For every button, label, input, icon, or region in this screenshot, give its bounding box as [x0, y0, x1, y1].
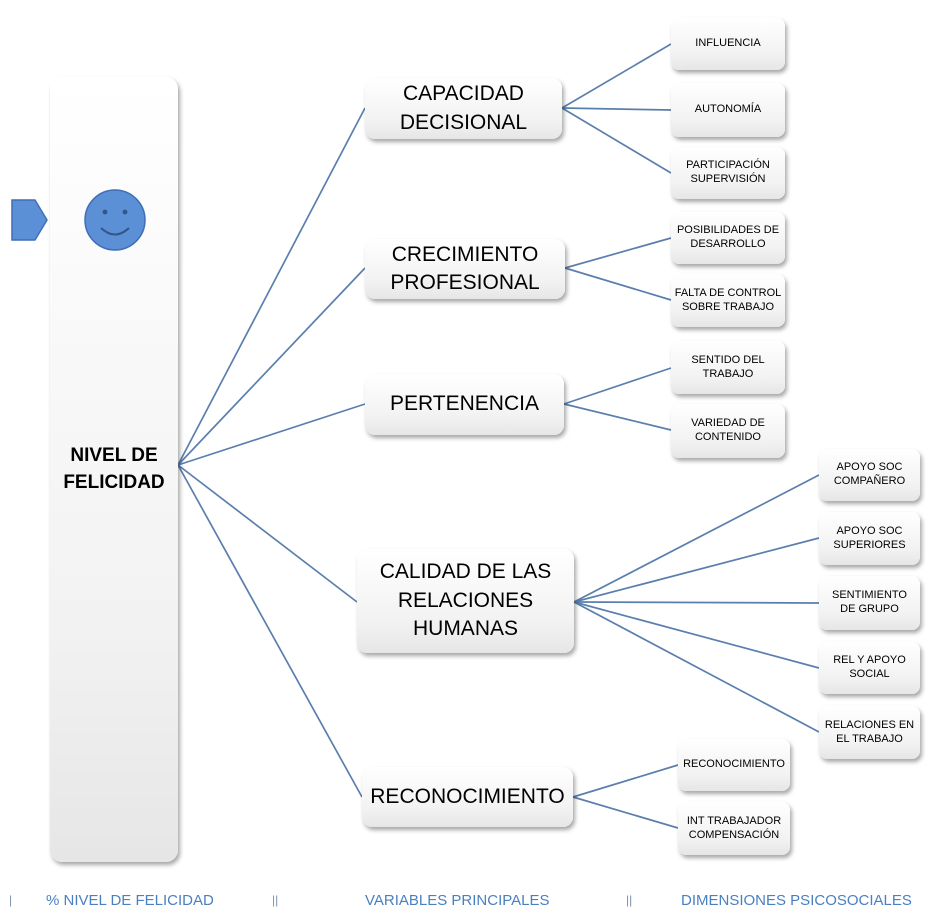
sub-node-label-line2: TRABAJO [702, 367, 754, 380]
main-node-label-line1: CALIDAD DE LAS [379, 560, 552, 584]
main-node-reconocimiento: RECONOCIMIENTO [362, 767, 573, 827]
root-label-line2: FELICIDAD [63, 471, 165, 493]
connector-pertenencia-sentido [563, 367, 672, 405]
sub-node-label-line1: RELACIONES EN [824, 718, 915, 731]
connector-calidad-sentimiento [573, 601, 820, 604]
connector-pertenencia-variedad [563, 403, 672, 431]
smiley-face-icon [84, 189, 146, 251]
main-node-crecimiento-profesional: CRECIMIENTO PROFESIONAL [365, 239, 565, 299]
connector-capacidad-influencia [561, 43, 672, 109]
sub-node-apoyo-soc-companero: APOYO SOC COMPAÑERO [819, 449, 920, 501]
sub-node-label-line1: REL Y APOYO [833, 654, 906, 667]
sub-node-autonomia: AUTONOMÍA [671, 83, 785, 137]
sub-node-sentido-trabajo: SENTIDO DEL TRABAJO [671, 341, 785, 394]
sub-node-label-line2: SUPERVISIÓN [690, 173, 766, 185]
connector-root-pertenencia [177, 403, 366, 466]
connector-calidad-relaciones [573, 601, 820, 733]
main-node-label-line1: RECONOCIMIENTO [370, 784, 565, 808]
main-node-label-line1: CRECIMIENTO [391, 242, 539, 266]
footer-separator: | [9, 893, 13, 907]
sub-node-apoyo-soc-superiores: APOYO SOC SUPERIORES [819, 512, 920, 565]
sub-node-label-line2: DESARROLLO [690, 238, 766, 250]
connector-calidad-apoyo-comp [573, 474, 820, 603]
sub-node-falta-control: FALTA DE CONTROL SOBRE TRABAJO [671, 274, 785, 327]
connector-root-calidad [177, 464, 358, 603]
sub-node-reconocimiento: RECONOCIMIENTO [678, 739, 790, 791]
sub-node-label-line1: PARTICIPACIÓN [686, 159, 770, 172]
sub-node-label-line2: SUPERIORES [833, 538, 906, 551]
sub-node-label-line2: DE GRUPO [840, 603, 899, 615]
sub-node-label-line1: VARIEDAD DE [691, 417, 765, 430]
connector-root-crecimiento [177, 267, 366, 466]
sub-node-int-trabajador-compensacion: INT TRABAJADOR COMPENSACIÓN [678, 802, 790, 855]
sub-node-label-line1: APOYO SOC [836, 524, 903, 537]
main-node-label-line2: RELACIONES [397, 588, 534, 612]
connector-root-capacidad [177, 107, 366, 466]
footer-separator: || [272, 893, 279, 907]
main-node-label-line2: DECISIONAL [399, 110, 528, 134]
sub-node-participacion-supervision: PARTICIPACIÓN SUPERVISIÓN [671, 147, 785, 199]
main-node-label-line2: PROFESIONAL [390, 271, 540, 294]
sub-node-label-line2: SOCIAL [849, 668, 890, 680]
connector-calidad-apoyo-sup [573, 537, 820, 603]
main-node-calidad-relaciones-humanas: CALIDAD DE LAS RELACIONES HUMANAS [357, 549, 574, 653]
connector-crecimiento-posibilidades [564, 237, 672, 269]
main-node-label-line1: CAPACIDAD [403, 82, 524, 106]
sub-node-influencia: INFLUENCIA [671, 18, 785, 70]
footer-separator: || [626, 893, 633, 907]
footer-label-dimensiones-psicosociales: DIMENSIONES PSICOSOCIALES [681, 892, 912, 909]
main-node-pertenencia: PERTENENCIA [365, 374, 564, 435]
pentagon-arrow-icon [11, 199, 48, 241]
sub-node-label-line1: INT TRABAJADOR [686, 814, 782, 827]
main-node-capacidad-decisional: CAPACIDAD DECISIONAL [365, 78, 562, 139]
sub-node-label-line1: INFLUENCIA [695, 37, 761, 50]
connector-reconocimiento-reconocimiento [572, 764, 679, 798]
footer-label-variables-principales: VARIABLES PRINCIPALES [365, 892, 550, 909]
sub-node-label-line1: FALTA DE CONTROL [674, 286, 782, 299]
connector-capacidad-autonomia [561, 107, 672, 111]
connector-calidad-rel-apoyo [573, 601, 820, 669]
sub-node-label-line1: POSIBILIDADES DE [676, 224, 780, 237]
sub-node-label-line1: SENTIDO DEL [691, 353, 765, 366]
sub-node-sentimiento-grupo: SENTIMIENTO DE GRUPO [819, 576, 920, 630]
connector-capacidad-participacion [561, 107, 672, 174]
sub-node-relaciones-trabajo: RELACIONES EN EL TRABAJO [819, 706, 920, 759]
connector-root-reconocimiento [177, 464, 363, 798]
sub-node-rel-apoyo-social: REL Y APOYO SOCIAL [819, 642, 920, 694]
sub-node-label-line1: RECONOCIMIENTO [683, 758, 785, 771]
root-label-line1: NIVEL DE [70, 444, 158, 466]
connector-crecimiento-falta [564, 267, 672, 301]
connector-reconocimiento-int [572, 796, 679, 829]
sub-node-label-line1: APOYO SOC [836, 461, 903, 474]
main-node-label-line1: PERTENENCIA [390, 392, 539, 416]
footer-label-nivel-felicidad: % NIVEL DE FELICIDAD [46, 892, 214, 909]
sub-node-label-line2: COMPENSACIÓN [688, 828, 780, 841]
sub-node-posibilidades-desarrollo: POSIBILIDADES DE DESARROLLO [671, 212, 785, 264]
main-node-label-line3: HUMANAS [412, 617, 518, 641]
sub-node-label-line1: AUTONOMÍA [694, 103, 762, 116]
sub-node-label-line2: SOBRE TRABAJO [681, 300, 775, 313]
sub-node-label-line2: COMPAÑERO [833, 475, 906, 487]
sub-node-label-line1: SENTIMIENTO [832, 589, 907, 602]
sub-node-label-line2: CONTENIDO [694, 431, 761, 443]
sub-node-label-line2: EL TRABAJO [836, 732, 903, 745]
sub-node-variedad-contenido: VARIEDAD DE CONTENIDO [671, 404, 785, 458]
